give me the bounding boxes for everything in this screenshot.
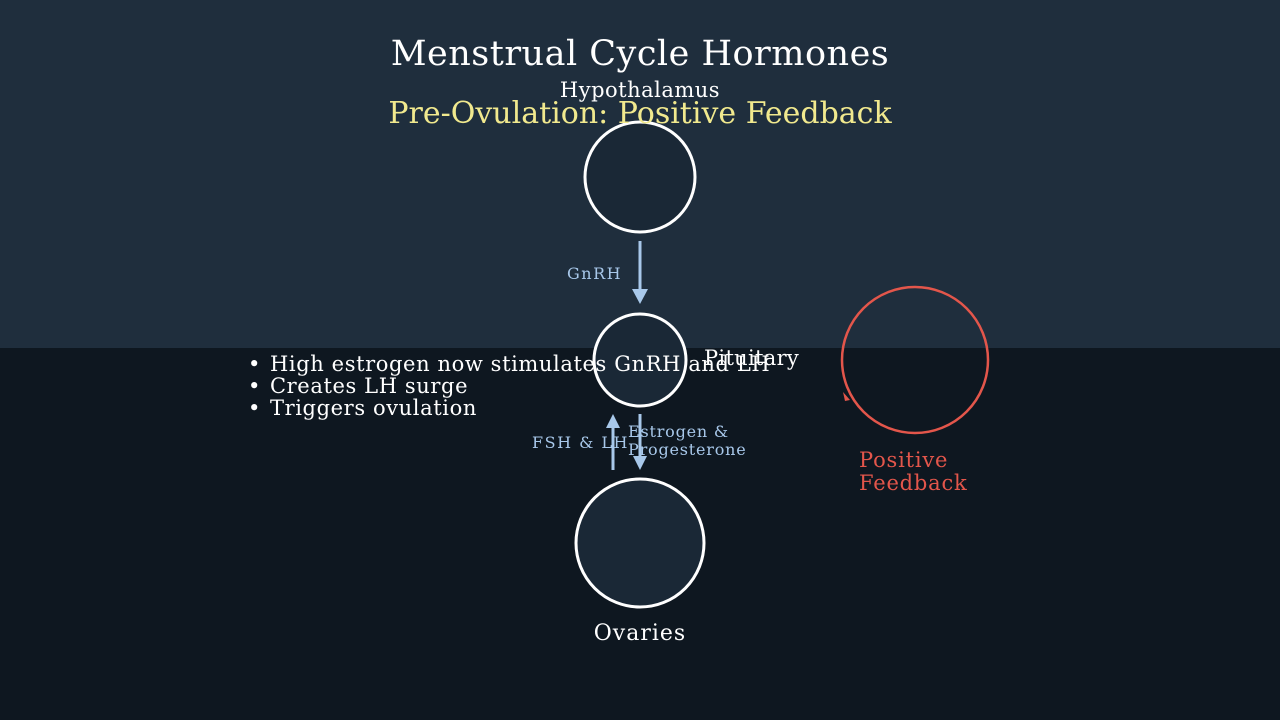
estrogen-arrowhead bbox=[633, 456, 647, 470]
estrogen-label-line2: Progesterone bbox=[628, 440, 747, 459]
estrogen-label-line1: Estrogen & bbox=[628, 422, 729, 441]
estrogen-progesterone-label: Estrogen & Progesterone bbox=[628, 423, 747, 459]
gnrh-arrowhead bbox=[632, 289, 648, 304]
phase-subtitle: Pre-Ovulation: Positive Feedback bbox=[388, 96, 892, 131]
positive-feedback-label: Positive Feedback bbox=[859, 449, 968, 495]
fsh-lh-label: FSH & LH bbox=[532, 433, 630, 452]
note-item: High estrogen now stimulates GnRH and LH bbox=[248, 353, 770, 375]
note-item: Triggers ovulation bbox=[248, 397, 770, 419]
feedback-line1: Positive bbox=[859, 448, 949, 472]
positive-feedback-loop bbox=[840, 285, 990, 435]
note-item: Creates LH surge bbox=[248, 375, 770, 397]
pituitary-label: Pituitary bbox=[704, 346, 800, 370]
fsh-lh-arrowhead bbox=[606, 414, 620, 428]
positive-feedback-arrowhead bbox=[843, 392, 850, 401]
gnrh-label: GnRH bbox=[567, 264, 623, 283]
phase-notes: High estrogen now stimulates GnRH and LH… bbox=[248, 353, 770, 419]
hypothalamus-node bbox=[583, 120, 697, 234]
diagram-title: Menstrual Cycle Hormones bbox=[390, 34, 890, 74]
ovaries-node bbox=[574, 477, 706, 609]
ovaries-label: Ovaries bbox=[593, 621, 687, 646]
hypothalamus-label: Hypothalamus bbox=[559, 78, 721, 102]
feedback-line2: Feedback bbox=[859, 471, 968, 495]
